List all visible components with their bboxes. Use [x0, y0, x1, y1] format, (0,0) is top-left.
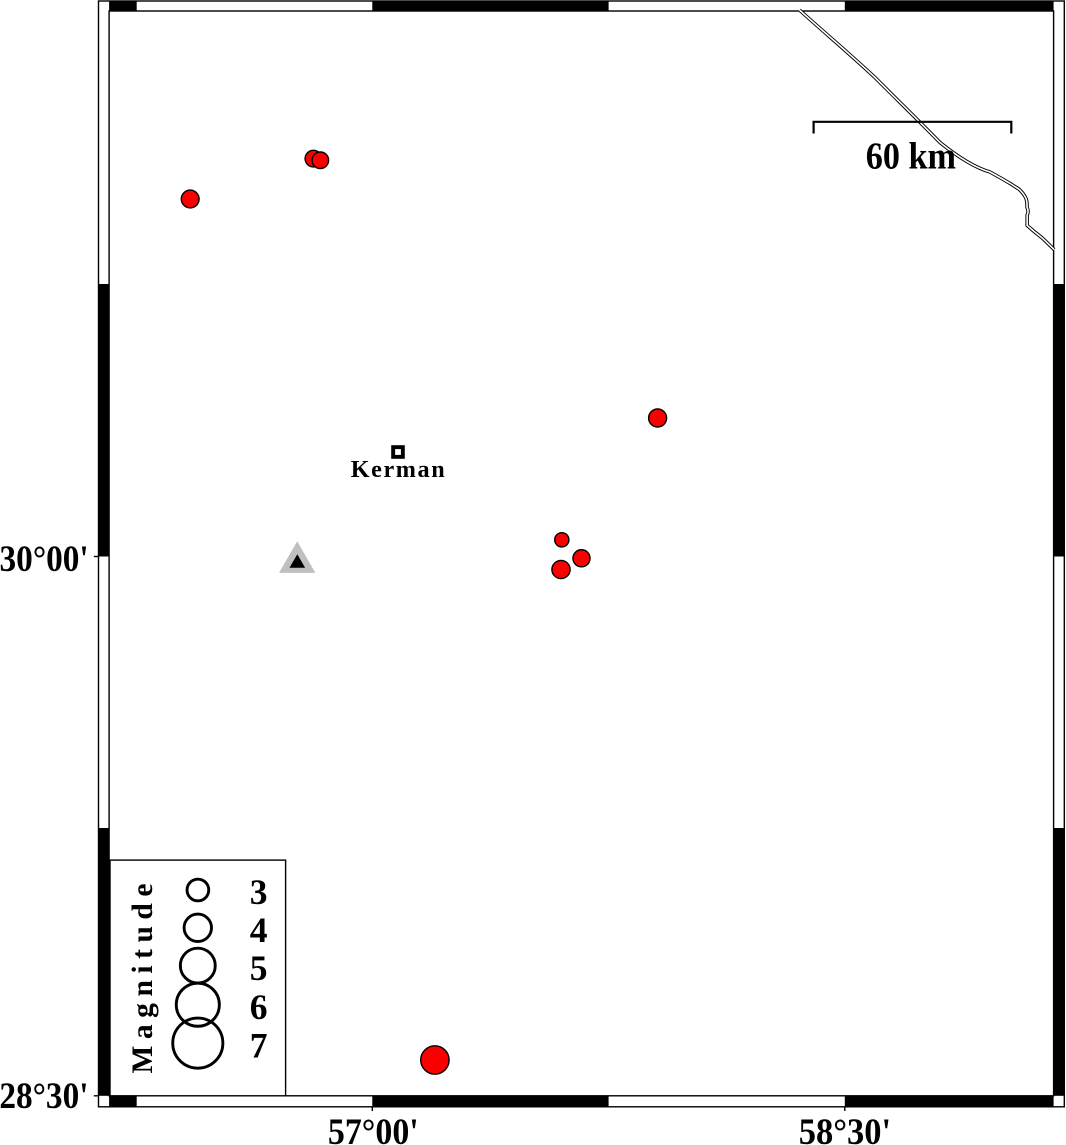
svg-text:30°00': 30°00': [0, 537, 89, 579]
svg-text:5: 5: [250, 948, 268, 988]
svg-text:58°30': 58°30': [799, 1111, 891, 1145]
svg-text:28°30': 28°30': [0, 1074, 88, 1116]
svg-text:3: 3: [250, 872, 268, 912]
svg-text:60 km: 60 km: [866, 135, 956, 177]
svg-text:Kerman: Kerman: [351, 456, 446, 483]
svg-text:6: 6: [250, 987, 268, 1027]
svg-text:4: 4: [250, 910, 268, 950]
svg-text:57°00': 57°00': [328, 1111, 419, 1145]
svg-text:7: 7: [250, 1026, 268, 1066]
